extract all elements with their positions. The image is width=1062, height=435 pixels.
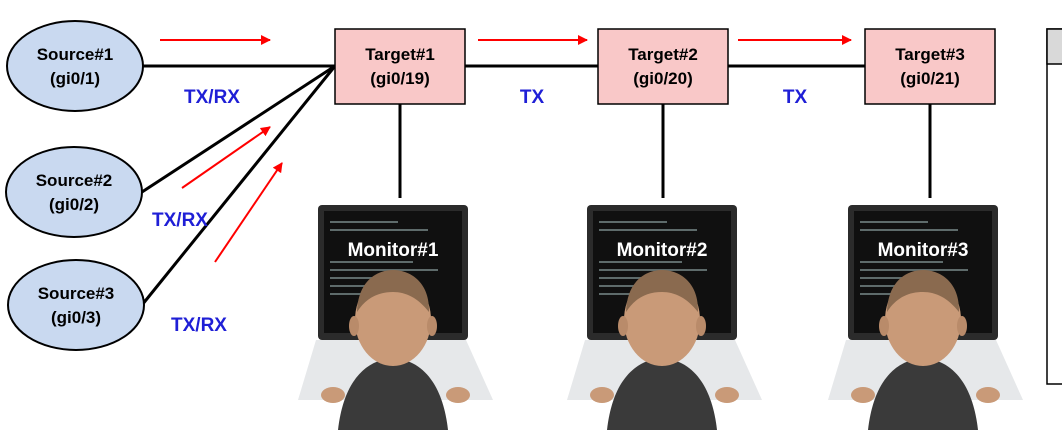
monitor-label: Monitor#1 (348, 240, 439, 261)
target-name: Target#1 (365, 45, 435, 64)
target-port: (gi0/19) (370, 69, 430, 88)
source-port: (gi0/2) (49, 195, 99, 214)
link-source3-target1 (140, 65, 337, 306)
connection-lines (140, 64, 932, 306)
source-name: Source#3 (38, 284, 115, 303)
link-source2-target1 (141, 64, 336, 194)
arrow-icon (214, 162, 283, 263)
monitor-scene-3: Monitor#3 (827, 204, 1024, 431)
monitor-scene-2: Monitor#2 (566, 204, 763, 431)
source-node-3: Source#3 (gi0/3) (7, 259, 145, 351)
person-at-laptop-icon (297, 204, 494, 431)
link-label-source2: TX/RX (152, 210, 208, 231)
target-port: (gi0/21) (900, 69, 960, 88)
link-label-target2-target3: TX (783, 87, 808, 108)
source-name: Source#1 (37, 45, 114, 64)
traffic-arrows (160, 35, 852, 263)
person-at-laptop-icon (566, 204, 763, 431)
source-port: (gi0/3) (51, 308, 101, 327)
person-at-laptop-icon (827, 204, 1024, 431)
monitor-label: Monitor#3 (878, 240, 969, 261)
target-node-1: Target#1 (gi0/19) (334, 28, 466, 105)
source-node-2: Source#2 (gi0/2) (5, 146, 143, 238)
monitor-scene-1: Monitor#1 (297, 204, 494, 431)
source-node-1: Source#1 (gi0/1) (6, 20, 144, 112)
link-label-source1: TX/RX (184, 87, 240, 108)
target-node-2: Target#2 (gi0/20) (597, 28, 729, 105)
target-port: (gi0/20) (633, 69, 693, 88)
monitor-label: Monitor#2 (617, 240, 708, 261)
source-port: (gi0/1) (50, 69, 100, 88)
source-name: Source#2 (36, 171, 113, 190)
target-name: Target#3 (895, 45, 965, 64)
arrow-icon (181, 126, 271, 189)
target-name: Target#2 (628, 45, 698, 64)
link-labels: TX/RX TX/RX TX/RX TX TX (152, 87, 807, 336)
target-node-3: Target#3 (gi0/21) (864, 28, 996, 105)
link-label-source3: TX/RX (171, 315, 227, 336)
cropped-side-panel (1046, 28, 1062, 385)
link-label-target1-target2: TX (520, 87, 545, 108)
